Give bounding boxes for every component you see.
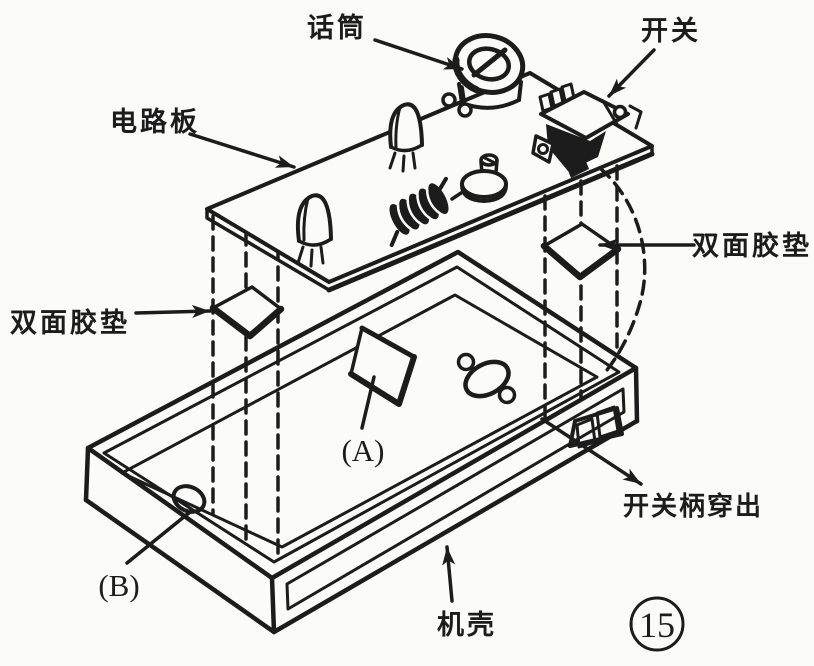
transistor	[295, 193, 333, 268]
circuit-board	[205, 33, 655, 293]
label-adhesive-pad-right: 双面胶垫	[692, 230, 812, 262]
grommet-hole	[456, 352, 517, 405]
point-b-leader	[125, 510, 192, 565]
switch-slot	[568, 405, 624, 449]
projection-lines	[211, 164, 647, 555]
label-adhesive-pad-left: 双面胶垫	[10, 307, 130, 339]
trimmer-capacitor	[450, 153, 508, 203]
switch-arrow	[607, 48, 656, 98]
switch-handle-arrow	[540, 417, 643, 486]
circuit-board-arrow	[188, 132, 296, 169]
microphone-arrow	[373, 38, 464, 71]
adhesive-pad-right	[540, 222, 622, 281]
point-a-leader	[360, 375, 376, 430]
label-switch: 开关	[641, 16, 701, 47]
adhesive-pad-left	[209, 285, 285, 340]
figure-number-badge: 15	[629, 596, 685, 652]
label-switch-handle-out: 开关柄穿出	[623, 491, 763, 522]
hole-b	[171, 484, 207, 514]
label-point-b: (B)	[98, 568, 139, 603]
swing-arc	[598, 166, 647, 372]
case-arrow	[442, 545, 456, 603]
label-circuit-board: 电路板	[110, 106, 200, 138]
label-microphone: 话筒	[307, 12, 367, 44]
pad-position-a	[348, 325, 417, 407]
label-point-a: (A)	[341, 433, 384, 468]
switch-part	[531, 82, 643, 178]
label-case: 机壳	[437, 610, 497, 641]
enclosure-case	[83, 249, 640, 635]
annotations: 话筒 开关 电路板 双面胶垫 双面胶垫 (A) (B) 开关柄穿出 机壳	[10, 12, 812, 641]
figure-number: 15	[639, 605, 675, 645]
adhesive-pad-left-arrow	[134, 304, 212, 318]
transistor	[388, 102, 424, 173]
coil-inductor	[389, 176, 449, 248]
